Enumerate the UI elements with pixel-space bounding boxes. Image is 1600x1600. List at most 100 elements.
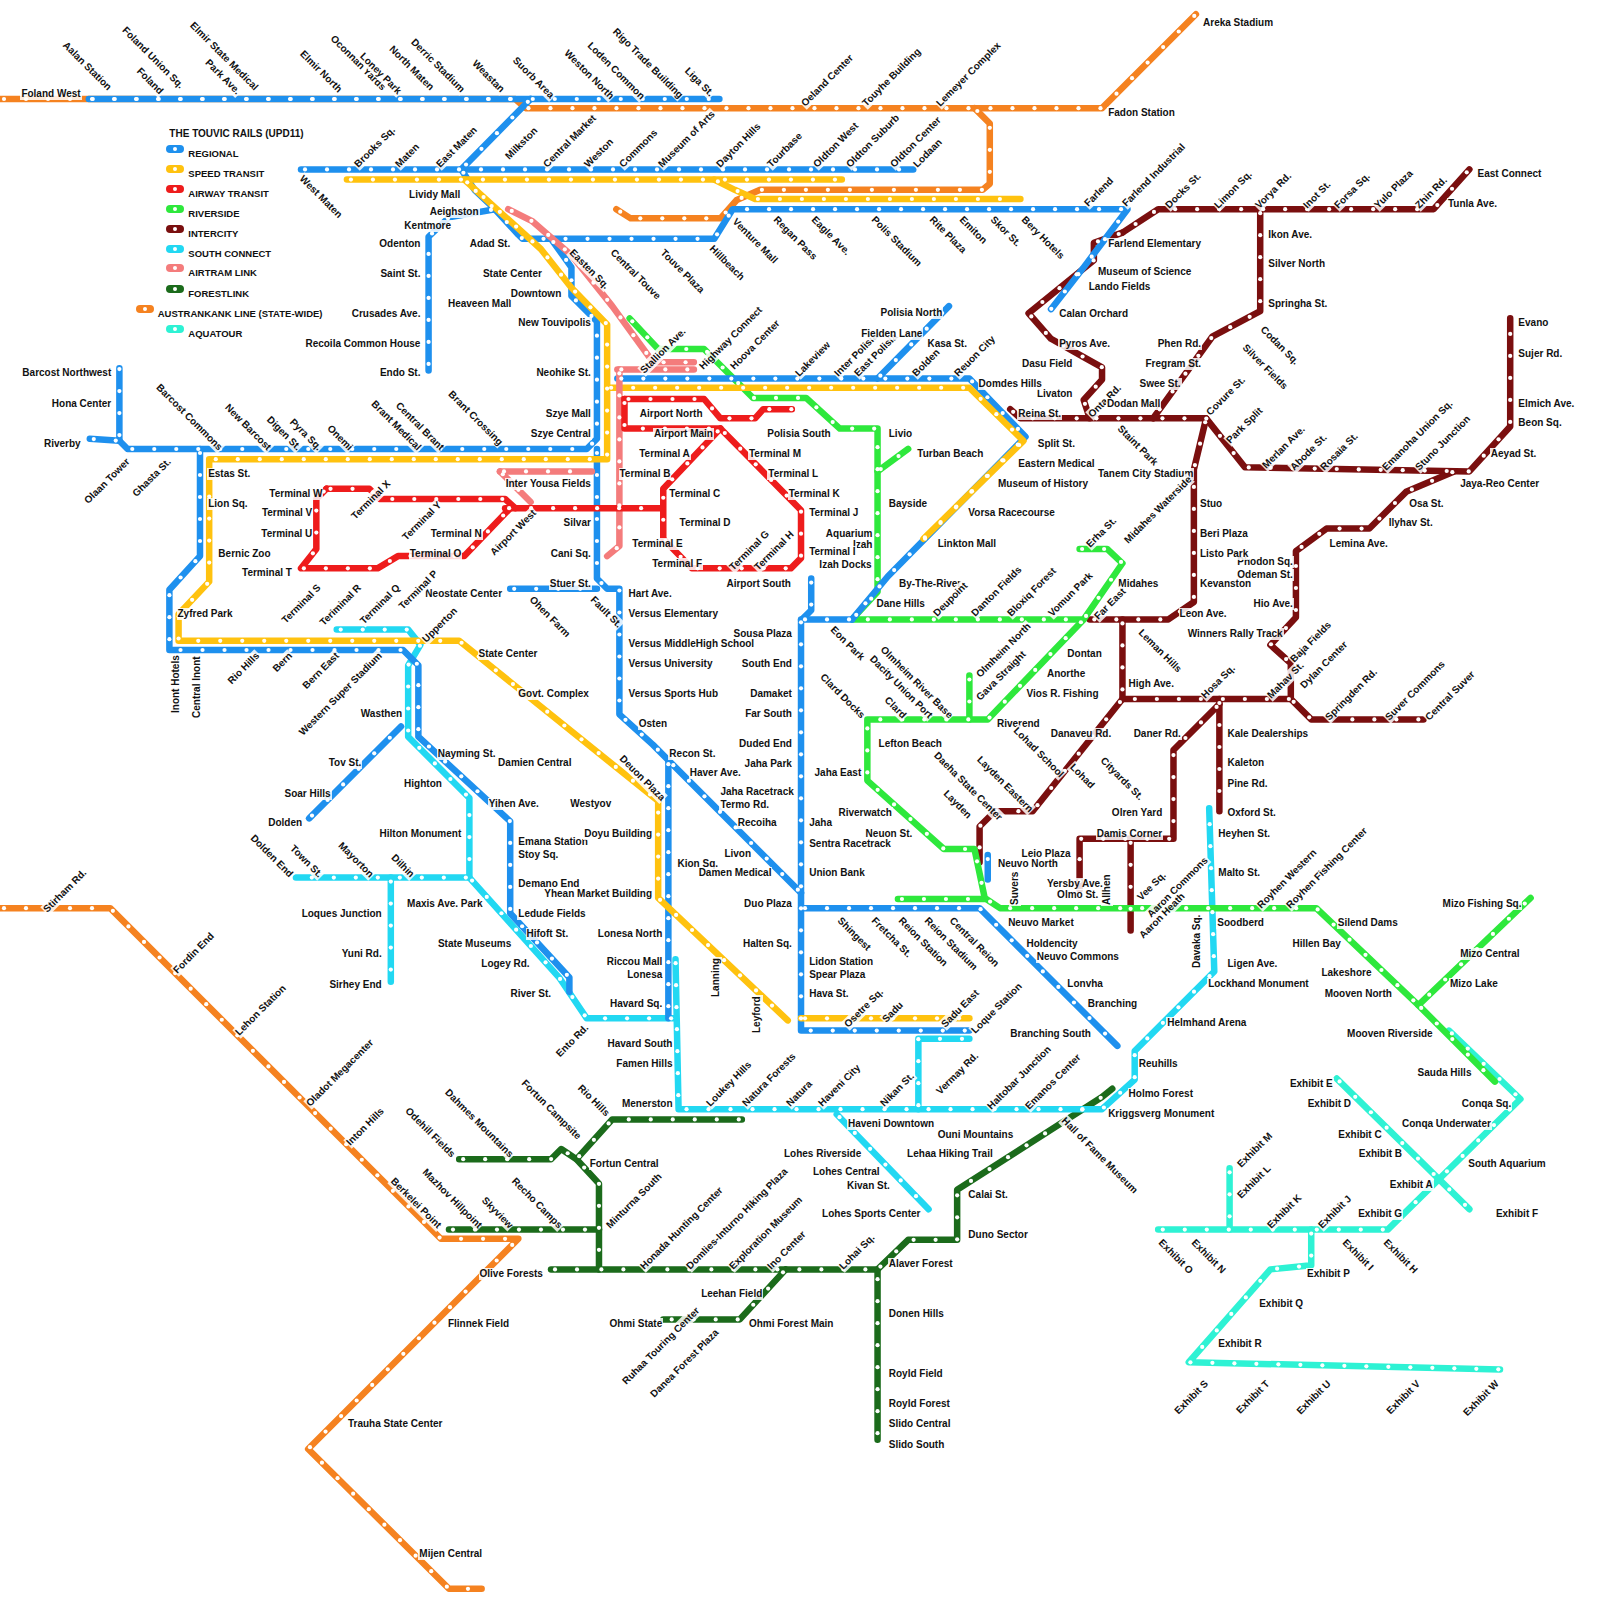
station-label-holder: Vorsa Racecourse (967, 502, 1056, 514)
station-dot (605, 298, 609, 302)
station-dot (666, 916, 670, 920)
rail-line (1029, 233, 1511, 472)
station-dot (746, 106, 750, 110)
station-name: Areka Stadium (1202, 17, 1274, 29)
station-dot (481, 195, 485, 199)
station-name: Airport West (487, 507, 539, 559)
station-label-holder: Leon Ave. (1179, 603, 1228, 615)
station-label-holder: Inont Hotels (165, 655, 177, 715)
station-dot (426, 274, 430, 278)
station-dot (355, 1398, 359, 1402)
station-dot (399, 97, 403, 101)
station-dot (508, 863, 512, 867)
station-label-holder: Kentmore (403, 215, 452, 227)
station-name: Barcost Northwest (21, 367, 112, 379)
station-dot (676, 1093, 680, 1097)
station-dot (875, 489, 879, 493)
station-label-holder: Branching (1087, 993, 1138, 1005)
station-name: Ledude Fields (517, 908, 586, 920)
station-dot (955, 1193, 959, 1197)
station-name: Versus University (628, 658, 714, 670)
station-dot (328, 447, 332, 451)
station-dot (1116, 219, 1120, 223)
station-dot (417, 746, 421, 750)
station-dot (891, 906, 895, 910)
station-label-holder: Ghasta St. (126, 452, 171, 497)
station-name: Terminal I (808, 546, 857, 558)
station-name: Polis Stadium (868, 214, 925, 271)
station-label-holder: Sentra Racetrack (808, 833, 892, 845)
station-label-holder: Havard South (606, 1033, 673, 1045)
station-dot (1029, 314, 1033, 318)
station-dot (1120, 643, 1124, 647)
station-dot (595, 495, 599, 499)
station-label-holder: Ohen Farm (529, 590, 576, 637)
station-dot (520, 924, 524, 928)
station-dot (595, 473, 599, 477)
station-dot (1372, 717, 1376, 721)
station-dot (530, 239, 534, 243)
station-dot (656, 811, 660, 815)
station-label-holder: Stoy Sq. (517, 844, 559, 856)
station-dot (954, 197, 958, 201)
station-dot (569, 177, 573, 181)
station-dot (288, 97, 292, 101)
station-dot (765, 856, 769, 860)
station-label-holder: Staint Park (1118, 419, 1165, 466)
station-dot (448, 1305, 452, 1309)
station-dot (1349, 207, 1353, 211)
station-dot (1294, 608, 1298, 612)
station-dot (1096, 596, 1100, 600)
station-dot (525, 177, 529, 181)
station-name: Lidon Station (808, 956, 874, 968)
station-dot (1210, 910, 1214, 914)
station-name: Beri Plaza (1199, 528, 1249, 540)
station-label-holder: Ilyhav St. (1388, 512, 1434, 524)
station-dot (863, 601, 867, 605)
station-dot (875, 1029, 879, 1033)
station-dot (666, 960, 670, 964)
station-label-holder: Springha St. (1267, 293, 1328, 305)
station-dot (1032, 106, 1036, 110)
station-label-holder: Riverwatch (838, 802, 893, 814)
station-dot (451, 1227, 455, 1231)
station-label-holder: Inter Yousa Fields (505, 473, 592, 485)
station-dot (875, 167, 879, 171)
station-dot (90, 906, 94, 910)
station-dot (969, 490, 973, 494)
station-dot (879, 467, 883, 471)
rail-line (301, 489, 510, 569)
station-dot (324, 566, 328, 570)
station-dot (1450, 1037, 1454, 1041)
station-dot (207, 516, 211, 520)
station-dot (383, 627, 387, 631)
station-label-holder: Hall of Fame Museum (1062, 1111, 1145, 1194)
station-dot (1114, 617, 1118, 621)
station-name: Teriminal R (317, 581, 365, 629)
station-dot (1258, 299, 1262, 303)
station-dot (1497, 1077, 1501, 1081)
station-dot (998, 197, 1002, 201)
station-dot (875, 555, 879, 559)
station-dot (553, 1267, 557, 1271)
station-dot (1003, 700, 1007, 704)
station-dot (398, 97, 402, 101)
station-label-holder: Hifoft St. (526, 923, 570, 935)
station-dot (389, 879, 393, 883)
station-dot (1084, 614, 1088, 618)
station-label-holder: Bery Hotels (1021, 210, 1070, 259)
station-dot (614, 765, 618, 769)
map-title-holder: THE TOUVIC RAILS (UPD11) (168, 123, 304, 135)
station-dot (985, 395, 989, 399)
rail-line (665, 760, 672, 1018)
station-dot (833, 207, 837, 211)
station-dot (520, 236, 524, 240)
station-dot (661, 518, 665, 522)
station-dot (870, 188, 874, 192)
station-dot (595, 451, 599, 455)
station-name: Hall of Fame Museum (1059, 1115, 1142, 1198)
station-dot (960, 1037, 964, 1041)
station-dot (575, 1267, 579, 1271)
station-dot (966, 717, 970, 721)
station-dot (389, 967, 393, 971)
